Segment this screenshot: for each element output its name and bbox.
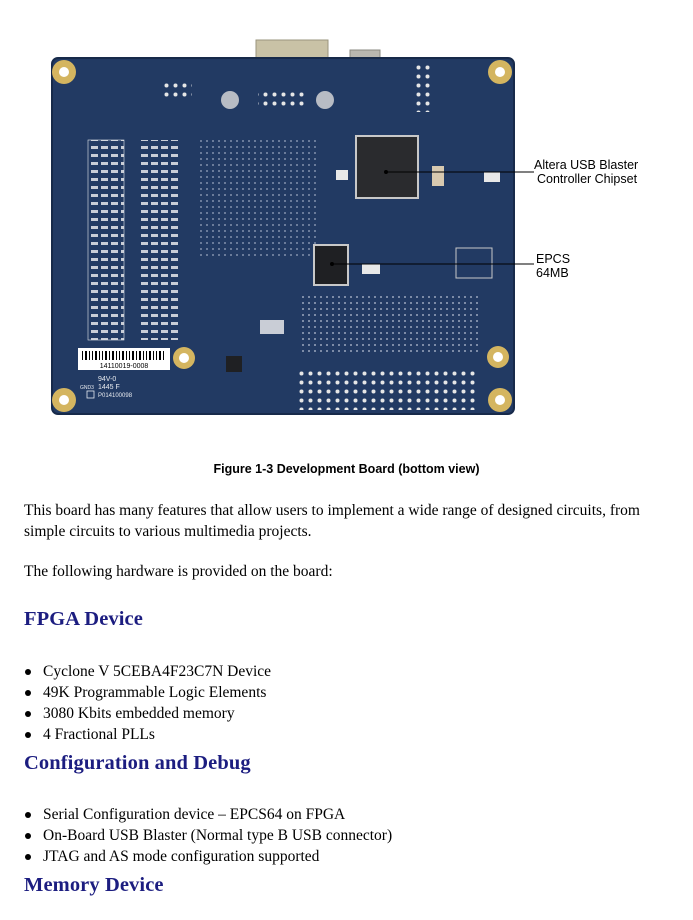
gpio-header-right: [138, 140, 178, 340]
usb-blaster-chip: [355, 135, 419, 199]
bullet-icon: [25, 669, 31, 675]
bullet-icon: [25, 833, 31, 839]
bullet-icon: [25, 711, 31, 717]
bullet-icon: [25, 690, 31, 696]
gpio-header-outline: [87, 139, 125, 341]
connector-footprint: [160, 82, 192, 100]
pad: [221, 91, 239, 109]
epcs-callout-label: EPCS: [536, 252, 570, 266]
list-item: 3080 Kbits embedded memory: [22, 703, 271, 724]
epcs-callout-label-2: 64MB: [536, 266, 569, 280]
connector-footprint: [258, 88, 306, 108]
board-marking-gnd3: GND3: [80, 385, 94, 391]
list-item: Cyclone V 5CEBA4F23C7N Device: [22, 661, 271, 682]
list-item: 4 Fractional PLLs: [22, 724, 271, 745]
list-item: On-Board USB Blaster (Normal type B USB …: [22, 825, 392, 846]
list-item: Serial Configuration device – EPCS64 on …: [22, 804, 392, 825]
section-heading-memory: Memory Device: [24, 874, 164, 896]
usb-blaster-callout-label: Altera USB Blaster: [534, 158, 638, 172]
gpio-header-left: [88, 140, 124, 340]
bullet-icon: [25, 732, 31, 738]
configuration-feature-list: Serial Configuration device – EPCS64 on …: [22, 804, 392, 867]
pin-rows: [296, 370, 476, 410]
board-marking-date: 1445 F: [98, 384, 120, 391]
board-marking-94v0: 94V-0: [98, 376, 116, 383]
list-item: 49K Programmable Logic Elements: [22, 682, 271, 703]
via-rows: [300, 295, 480, 355]
fpga-via-field: [200, 140, 320, 260]
board-marking-serial: P014100098: [98, 393, 133, 399]
section-heading-fpga: FPGA Device: [24, 608, 143, 630]
pad: [316, 91, 334, 109]
usb-blaster-callout-label-2: Controller Chipset: [537, 172, 638, 186]
bullet-icon: [25, 854, 31, 860]
bullet-icon: [25, 812, 31, 818]
barcode-number: 14110019-0008: [100, 363, 149, 370]
hardware-intro-paragraph: The following hardware is provided on th…: [24, 563, 333, 580]
development-board-figure: 14110019-0008 94V-0 GND3 1445 F P0141000…: [51, 39, 638, 415]
fpga-feature-list: Cyclone V 5CEBA4F23C7N Device 49K Progra…: [22, 661, 271, 745]
connector-footprint: [412, 62, 432, 112]
section-heading-configuration: Configuration and Debug: [24, 752, 251, 774]
figure-caption: Figure 1-3 Development Board (bottom vie…: [213, 462, 480, 476]
mounting-holes: [52, 60, 512, 412]
barcode-label: 14110019-0008: [78, 348, 170, 370]
intro-paragraph: This board has many features that allow …: [24, 502, 640, 540]
list-item: JTAG and AS mode configuration supported: [22, 846, 392, 867]
